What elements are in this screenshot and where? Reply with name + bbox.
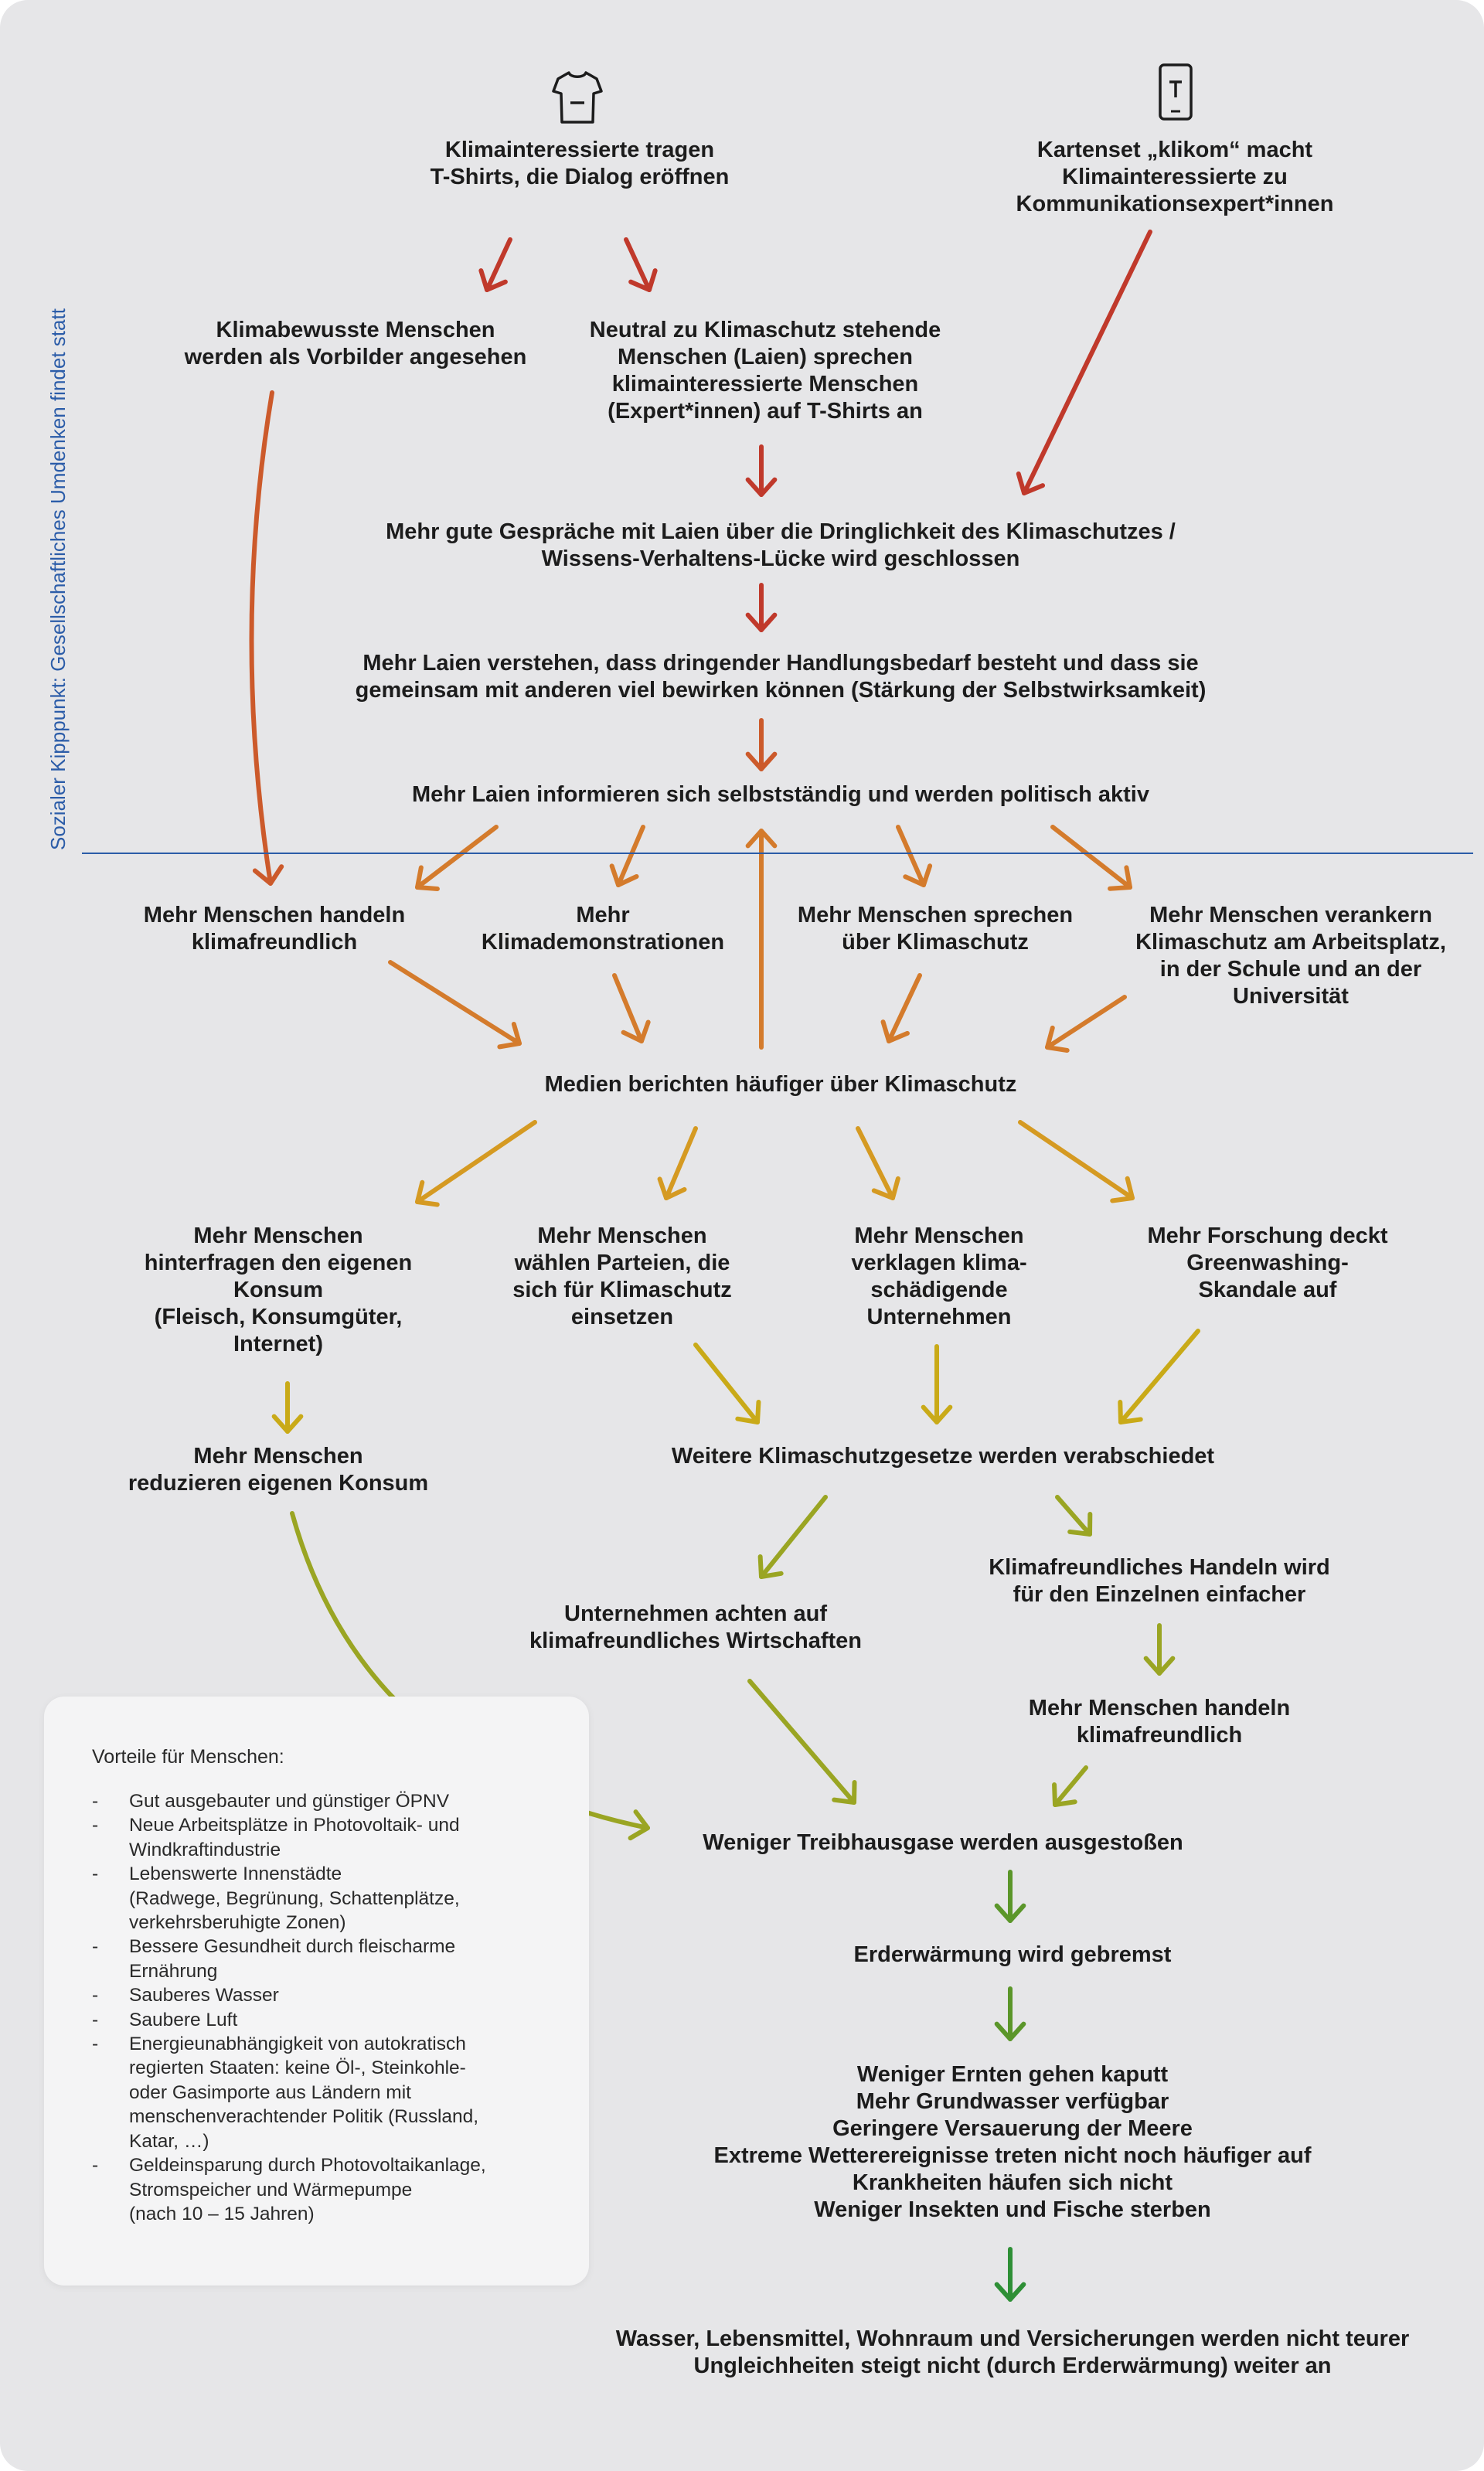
tipping-point-label: Sozialer Kipppunkt: Gesellschaftliches U…	[46, 308, 70, 850]
arrow-handeln-medien	[388, 960, 522, 1050]
node-folgen: Weniger Ernten gehen kaputt Mehr Grundwa…	[713, 2062, 1312, 2222]
card-icon	[1159, 63, 1193, 121]
node-verklagen: Mehr Menschen verklagen klima- schädigen…	[851, 1224, 1027, 1329]
tipping-point-line	[82, 853, 1473, 854]
node-medien: Medien berichten häufiger über Klimaschu…	[544, 1072, 1017, 1097]
benefits-title: Vorteile für Menschen:	[92, 1746, 284, 1768]
benefit-item: Bessere Gesundheit durch fleischarme Ern…	[92, 1935, 556, 1983]
node-neutral: Neutral zu Klimaschutz stehende Menschen…	[589, 318, 941, 424]
node-forschung: Mehr Forschung deckt Greenwashing- Skand…	[1147, 1224, 1388, 1302]
arrow-vorbilder-handeln	[249, 390, 284, 886]
arrow-medien-forschung	[1018, 1120, 1135, 1203]
arrow-erderwaermung-folgen	[994, 1986, 1026, 2041]
arrow-verklagen-gesetze	[921, 1344, 953, 1424]
arrow-medien-verklagen	[856, 1126, 900, 1200]
node-handeln2: Mehr Menschen handeln klimafreundlich	[1028, 1696, 1291, 1748]
benefit-item: Gut ausgebauter und günstiger ÖPNV	[92, 1789, 556, 1814]
arrow-verstehen-informieren	[745, 718, 778, 771]
benefits-panel: Vorteile für Menschen: Gut ausgebauter u…	[44, 1697, 589, 2286]
arrow-tshirts-vorbilder	[478, 237, 512, 292]
arrow-informieren-demos	[609, 825, 645, 887]
node-handeln: Mehr Menschen handeln klimafreundlich	[143, 903, 406, 955]
arrow-informieren-verankern	[1050, 825, 1132, 891]
arrow-informieren-handeln	[415, 825, 499, 892]
node-tshirts: Klimainteressierte tragen T-Shirts, die …	[430, 138, 730, 189]
arrow-verankern-medien	[1045, 995, 1127, 1053]
benefit-item: Sauberes Wasser	[92, 1983, 556, 2008]
node-kartenset: Kartenset „klikom“ macht Klimainteressie…	[1016, 138, 1334, 216]
arrow-tshirts-neutral	[624, 237, 658, 292]
node-vorbilder: Klimabewusste Menschen werden als Vorbil…	[184, 318, 527, 369]
benefit-item: Energieunabhängigkeit von autokratisch r…	[92, 2032, 556, 2153]
node-demos: Mehr Klimademonstrationen	[481, 903, 725, 955]
arrow-einfacher-handeln2	[1143, 1623, 1176, 1676]
arrow-folgen-kosten	[994, 2247, 1026, 2302]
node-einfacher: Klimafreundliches Handeln wird für den E…	[989, 1555, 1330, 1607]
tshirt-icon	[552, 71, 603, 124]
node-unternehmen: Unternehmen achten auf klimafreundliches…	[529, 1601, 862, 1653]
arrow-medien-konsum	[415, 1120, 537, 1207]
benefit-item: Geldeinsparung durch Photovoltaikanlage,…	[92, 2153, 556, 2226]
benefits-list: Gut ausgebauter und günstiger ÖPNV Neue …	[92, 1789, 556, 2226]
arrow-sprechen-medien	[880, 973, 922, 1043]
node-gespraeche: Mehr gute Gespräche mit Laien über die D…	[386, 519, 1176, 571]
node-sprechen: Mehr Menschen sprechen über Klimaschutz	[797, 903, 1074, 955]
arrow-unternehmen-treibhaus	[747, 1679, 857, 1805]
arrow-gesetze-einfacher	[1055, 1495, 1093, 1537]
node-informieren: Mehr Laien informieren sich selbstständi…	[412, 782, 1149, 807]
arrow-gespraeche-verstehen	[745, 583, 778, 632]
node-gesetze: Weitere Klimaschutzgesetze werden verabs…	[671, 1444, 1215, 1469]
benefit-item: Saubere Luft	[92, 2008, 556, 2033]
node-reduzieren: Mehr Menschen reduzieren eigenen Konsum	[128, 1444, 429, 1496]
arrow-gesetze-unternehmen	[757, 1495, 828, 1579]
arrow-treibhaus-erderwaermung	[994, 1870, 1026, 1923]
node-erderwaermung: Erderwärmung wird gebremst	[853, 1942, 1172, 1967]
arrow-handeln2-treibhaus	[1052, 1765, 1088, 1807]
node-kosten: Wasser, Lebensmittel, Wohnraum und Versi…	[615, 2326, 1410, 2378]
arrow-neutral-gespraeche	[745, 444, 778, 497]
arrow-medien-informieren	[745, 829, 778, 1050]
arrow-parteien-gesetze	[693, 1343, 761, 1424]
arrow-medien-parteien	[657, 1126, 698, 1200]
arrow-konsum-reduzieren	[271, 1381, 304, 1434]
arrow-demos-medien	[612, 973, 651, 1043]
node-parteien: Mehr Menschen wählen Parteien, die sich …	[512, 1224, 732, 1329]
arrow-forschung-gesetze	[1118, 1329, 1200, 1424]
node-verstehen: Mehr Laien verstehen, dass dringender Ha…	[355, 651, 1207, 703]
node-konsum: Mehr Menschen hinterfragen den eigenen K…	[144, 1224, 413, 1356]
arrow-kartenset-gespraeche	[1016, 230, 1152, 495]
node-verankern: Mehr Menschen verankern Klimaschutz am A…	[1135, 903, 1446, 1009]
benefit-item: Neue Arbeitsplätze in Photovoltaik- und …	[92, 1813, 556, 1862]
benefit-item: Lebenswerte Innenstädte (Radwege, Begrün…	[92, 1862, 556, 1935]
arrow-informieren-sprechen	[896, 825, 933, 887]
node-treibhaus: Weniger Treibhausgase werden ausgestoßen	[703, 1830, 1183, 1855]
